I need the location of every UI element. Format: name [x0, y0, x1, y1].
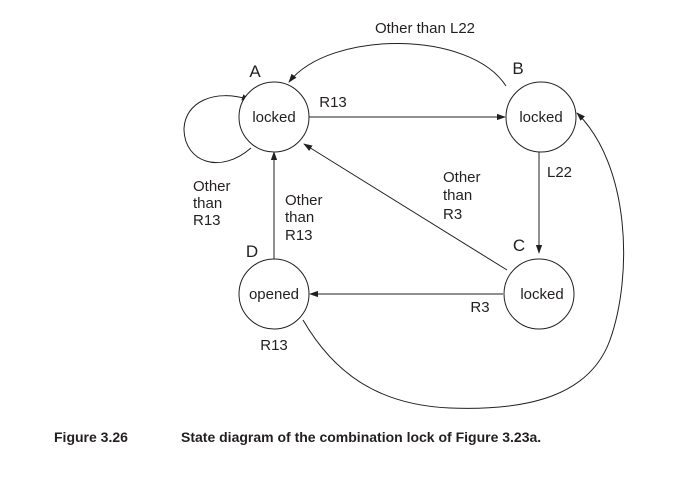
caption-number: Figure 3.26	[54, 429, 128, 445]
state-c-letter: C	[513, 236, 525, 255]
label-b-to-c: L22	[547, 164, 572, 181]
label-c-to-a-line2: than	[443, 187, 472, 204]
label-d-to-a-line1: Other	[285, 192, 323, 209]
label-c-to-d: R3	[470, 299, 489, 316]
state-c-circle	[503, 258, 575, 330]
label-d-to-a-line3: R13	[285, 227, 313, 244]
state-b-label: locked	[519, 109, 562, 126]
state-a-circle	[238, 81, 310, 153]
state-d-circle	[238, 258, 310, 330]
label-a-to-b: R13	[319, 94, 347, 111]
state-d-label: opened	[249, 286, 299, 303]
state-b-circle	[505, 81, 577, 153]
edge-a-self-loop	[183, 94, 252, 164]
label-c-to-a-line3: R3	[443, 206, 462, 223]
state-d-letter: D	[246, 242, 258, 261]
state-a-label: locked	[252, 109, 295, 126]
edge-b-to-a	[288, 43, 507, 87]
state-a-letter: A	[249, 62, 261, 81]
label-a-self-line3: R13	[193, 212, 221, 229]
edge-d-to-b	[302, 112, 625, 409]
label-d-to-b: R13	[260, 337, 288, 354]
state-c-label: locked	[520, 286, 563, 303]
label-a-self-line1: Other	[193, 178, 231, 195]
label-b-to-a: Other than L22	[375, 20, 475, 37]
label-c-to-a-line1: Other	[443, 169, 481, 186]
label-a-self-line2: than	[193, 195, 222, 212]
state-b-letter: B	[512, 59, 523, 78]
label-d-to-a-line2: than	[285, 209, 314, 226]
caption-text: State diagram of the combination lock of…	[181, 429, 541, 445]
edge-c-to-a	[303, 143, 508, 271]
